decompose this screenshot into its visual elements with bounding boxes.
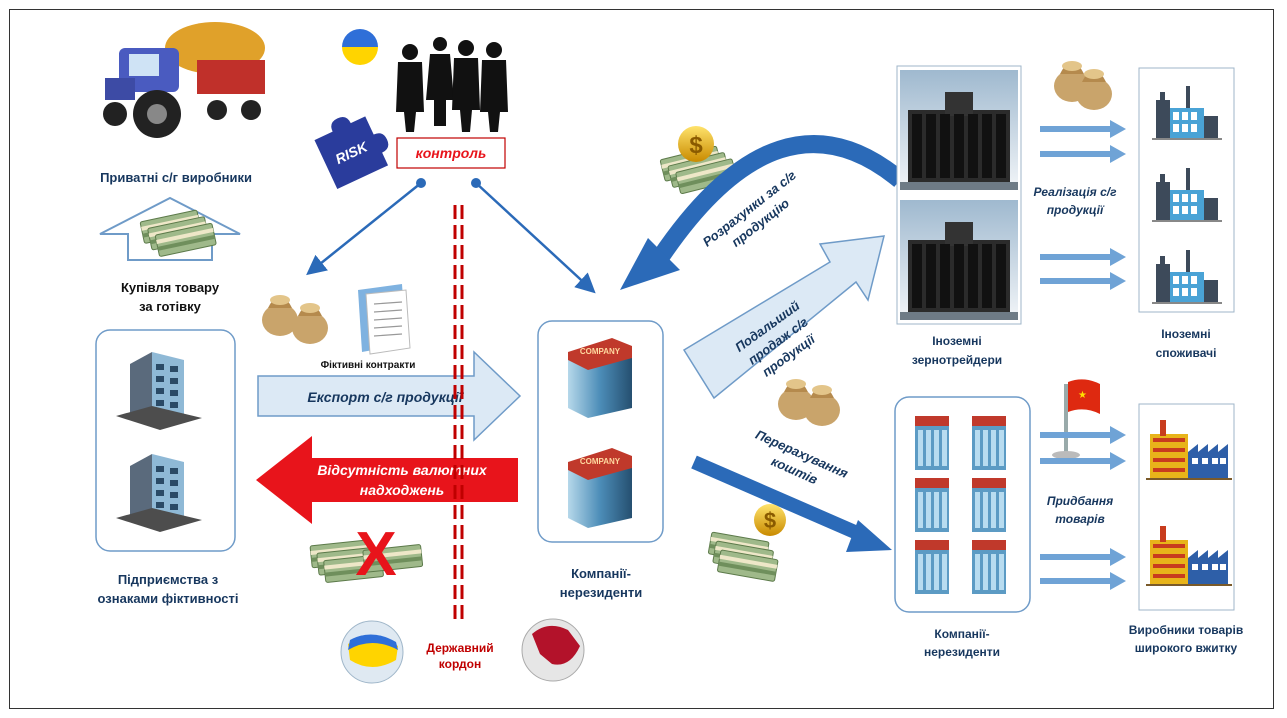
nonresident-center-label-1: Компанії- (571, 566, 631, 581)
company-building-icon (972, 478, 1006, 532)
grain-bags-icon (1054, 61, 1112, 110)
nonresident-right-label-2: нерезиденти (924, 645, 1000, 659)
purchase-goods-label-1: Придбання (1047, 494, 1113, 508)
fictive-enterprises-panel (95, 329, 236, 552)
transfer-arrowhead (846, 520, 892, 552)
company-building-icon (972, 540, 1006, 594)
fictive-enterprises-label-2: ознаками фіктивності (98, 591, 239, 606)
company-building-icon (915, 478, 949, 532)
goods-producers-label-2: широкого вжитку (1135, 641, 1238, 655)
grain-traders-label-1: Іноземні (932, 334, 982, 348)
dollar-money-icon: $ (659, 126, 738, 195)
private-producers-label: Приватні с/г виробники (100, 170, 252, 185)
nonresident-right-label-1: Компанії- (934, 627, 989, 641)
buy-cash-label-1: Купівля товару (121, 280, 220, 295)
company-sign: COMPANY (580, 347, 621, 356)
state-border-line (453, 205, 464, 620)
globe-ukraine-icon (340, 620, 404, 684)
company-building-icon: COMPANY (568, 338, 632, 418)
china-flag-icon: ★ (1052, 379, 1100, 459)
purchase-arrows (1040, 426, 1126, 590)
control-label: контроль (416, 145, 487, 161)
businessmen-silhouette-icon (396, 37, 508, 132)
dollar-money-icon: $ (707, 504, 786, 583)
globe-asia-icon (521, 618, 585, 682)
settlement-arrowhead (620, 238, 680, 290)
control-box (396, 137, 506, 169)
risk-puzzle-icon: RISK (314, 116, 389, 190)
control-arrow-right (475, 182, 596, 294)
no-currency-label-2: надходжень (360, 482, 444, 498)
ukraine-flag-icon (342, 29, 378, 65)
grain-bags-icon (262, 295, 328, 344)
settlement-arrow (652, 135, 906, 264)
realization-label-1: Реалізація с/г (1034, 185, 1118, 199)
svg-text:★: ★ (1078, 390, 1087, 401)
documents-icon (358, 284, 411, 355)
fictive-enterprises-label-1: Підприємства з (118, 572, 219, 587)
purchase-goods-label-2: товарів (1055, 512, 1105, 526)
realization-label-2: продукції (1047, 203, 1105, 217)
grain-elevator-icon (900, 200, 1018, 320)
company-building-icon: COMPANY (568, 448, 632, 528)
grain-bags-icon (778, 379, 840, 426)
nonresident-center-label-2: нерезиденти (560, 585, 642, 600)
company-building-icon (915, 416, 949, 470)
realization-arrows (1040, 120, 1126, 290)
state-border-label-1: Державний (426, 641, 493, 655)
no-currency-arrow (256, 436, 518, 524)
fictive-contracts-label: Фіктивні контракти (321, 360, 416, 371)
control-arrow-left (306, 182, 422, 276)
resale-arrow (682, 235, 885, 400)
no-currency-label-1: Відсутність валютних (317, 462, 488, 478)
export-arrow (257, 350, 522, 442)
company-building-icon (972, 416, 1006, 470)
svg-text:$: $ (689, 132, 703, 159)
crossed-money-icon: X (309, 520, 424, 589)
company-sign: COMPANY (580, 457, 621, 466)
goods-producers-label-1: Виробники товарів (1129, 623, 1243, 637)
company-building-icon (915, 540, 949, 594)
state-border-label-2: кордон (439, 657, 481, 671)
grain-traders-label-2: зернотрейдери (912, 353, 1002, 367)
svg-text:$: $ (764, 508, 776, 533)
foreign-consumers-label-1: Іноземні (1161, 327, 1211, 341)
buy-cash-label-2: за готівку (139, 299, 201, 314)
grain-elevator-icon (900, 70, 1018, 190)
svg-text:X: X (355, 520, 396, 589)
foreign-consumers-label-2: споживачі (1156, 346, 1217, 360)
tractor-icon (103, 22, 265, 138)
diagram-frame (9, 9, 1274, 709)
transfer-arrow (691, 455, 867, 543)
export-label: Експорт с/г продукції (307, 389, 464, 405)
